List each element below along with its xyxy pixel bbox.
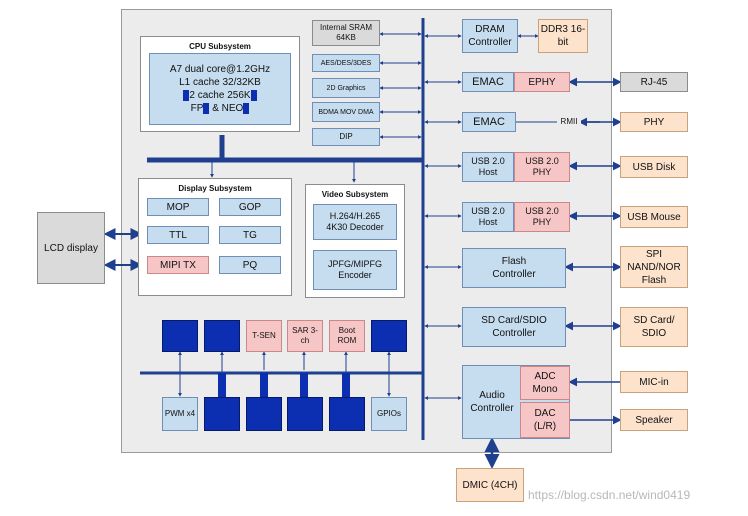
phy-block: PHY	[620, 112, 688, 132]
efuse-block: eFuse	[371, 320, 407, 352]
mic-in-block: MIC-in	[620, 371, 688, 393]
lcd-display-block: LCD display	[37, 212, 105, 284]
crypto-block: AES/DES/3DES	[312, 54, 380, 72]
video-decoder-block: H.264/H.265 4K30 Decoder	[313, 204, 397, 240]
graphics-2d-block: 2D Graphics	[312, 78, 380, 98]
usb-host-block-2: USB 2.0 Host	[462, 202, 514, 232]
tsen-block: T-SEN	[246, 320, 282, 352]
usb-phy-block-2: USB 2.0 PHY	[514, 202, 570, 232]
ttl-block: TTL	[147, 226, 209, 244]
video-subsystem-title: Video Subsystem	[321, 190, 389, 199]
emac-block-2: EMAC	[462, 112, 516, 132]
cpu-line-1: A7 dual core@1.2GHz	[169, 64, 271, 75]
usb-host-block-1: USB 2.0 Host	[462, 152, 514, 182]
redaction-mark	[203, 102, 210, 114]
jpeg-encoder-block: JPFG/MIPFG Encoder	[313, 250, 397, 290]
watermark-text: https://blog.csdn.net/wind0419	[528, 488, 691, 502]
cpu-subsystem-title: CPU Subsystem	[189, 42, 251, 51]
usb-disk-block: USB Disk	[620, 156, 688, 178]
redaction-mark	[250, 89, 257, 101]
i2c-block: I2C x2	[204, 320, 240, 352]
cpu-core-block: A7 dual core@1.2GHz L1 cache 32/32KB 2 c…	[149, 53, 291, 125]
spi-block: SPI x2	[204, 397, 240, 431]
sram-block: Internal SRAM 64KB	[312, 20, 380, 46]
gpios-block-1: GPIOs	[287, 397, 323, 431]
gpios-block-2: GPIOs	[371, 397, 407, 431]
mipi-tx-block: MIPI TX	[147, 256, 209, 274]
bdma-block: BDMA MOV DMA	[312, 102, 380, 122]
rtc-block: RTC	[246, 397, 282, 431]
ephy-block: EPHY	[514, 72, 570, 92]
audio-controller-label: Audio Controller	[470, 390, 514, 414]
usb-mouse-block: USB Mouse	[620, 206, 688, 228]
adc-block: ADC Mono	[520, 366, 570, 400]
cpu-line-3: 2 cache 256K	[189, 90, 251, 101]
cpu-line-4b: & NEO	[209, 103, 244, 114]
display-subsystem-title: Display Subsystem	[178, 184, 252, 193]
mop-block: MOP	[147, 198, 209, 216]
usb-phy-block-1: USB 2.0 PHY	[514, 152, 570, 182]
redaction-mark	[183, 89, 190, 101]
ddr3-block: DDR3 16-bit	[538, 19, 588, 53]
sdio-controller-block: SD Card/SDIO Controller	[462, 307, 566, 347]
tg-block: TG	[219, 226, 281, 244]
ir-block: IR	[329, 397, 365, 431]
boot-rom-block: Boot ROM	[329, 320, 365, 352]
redaction-mark	[243, 102, 250, 114]
gop-block: GOP	[219, 198, 281, 216]
pwm-block: PWM x4	[162, 397, 198, 431]
dip-block: DIP	[312, 128, 380, 146]
emac-block-1: EMAC	[462, 72, 514, 92]
dmic-block: DMIC (4CH)	[456, 468, 524, 502]
cpu-line-4a: FP	[190, 103, 204, 114]
flash-controller-block: Flash Controller	[462, 248, 566, 288]
rmii-label: RMII	[557, 117, 581, 127]
cpu-line-2: L1 cache 32/32KB	[179, 77, 261, 88]
rj45-block: RJ-45	[620, 72, 688, 92]
spi-flash-block: SPI NAND/NOR Flash	[620, 246, 688, 288]
uart-block: UART x4	[162, 320, 198, 352]
dac-block: DAC (L/R)	[520, 402, 570, 438]
cpu-subsystem: CPU Subsystem A7 dual core@1.2GHz L1 cac…	[140, 36, 300, 132]
sd-card-block: SD Card/ SDIO	[620, 307, 688, 347]
dram-controller-block: DRAM Controller	[462, 19, 518, 53]
sar-adc-block: SAR 3-ch	[287, 320, 323, 352]
speaker-block: Speaker	[620, 409, 688, 431]
pq-block: PQ	[219, 256, 281, 274]
